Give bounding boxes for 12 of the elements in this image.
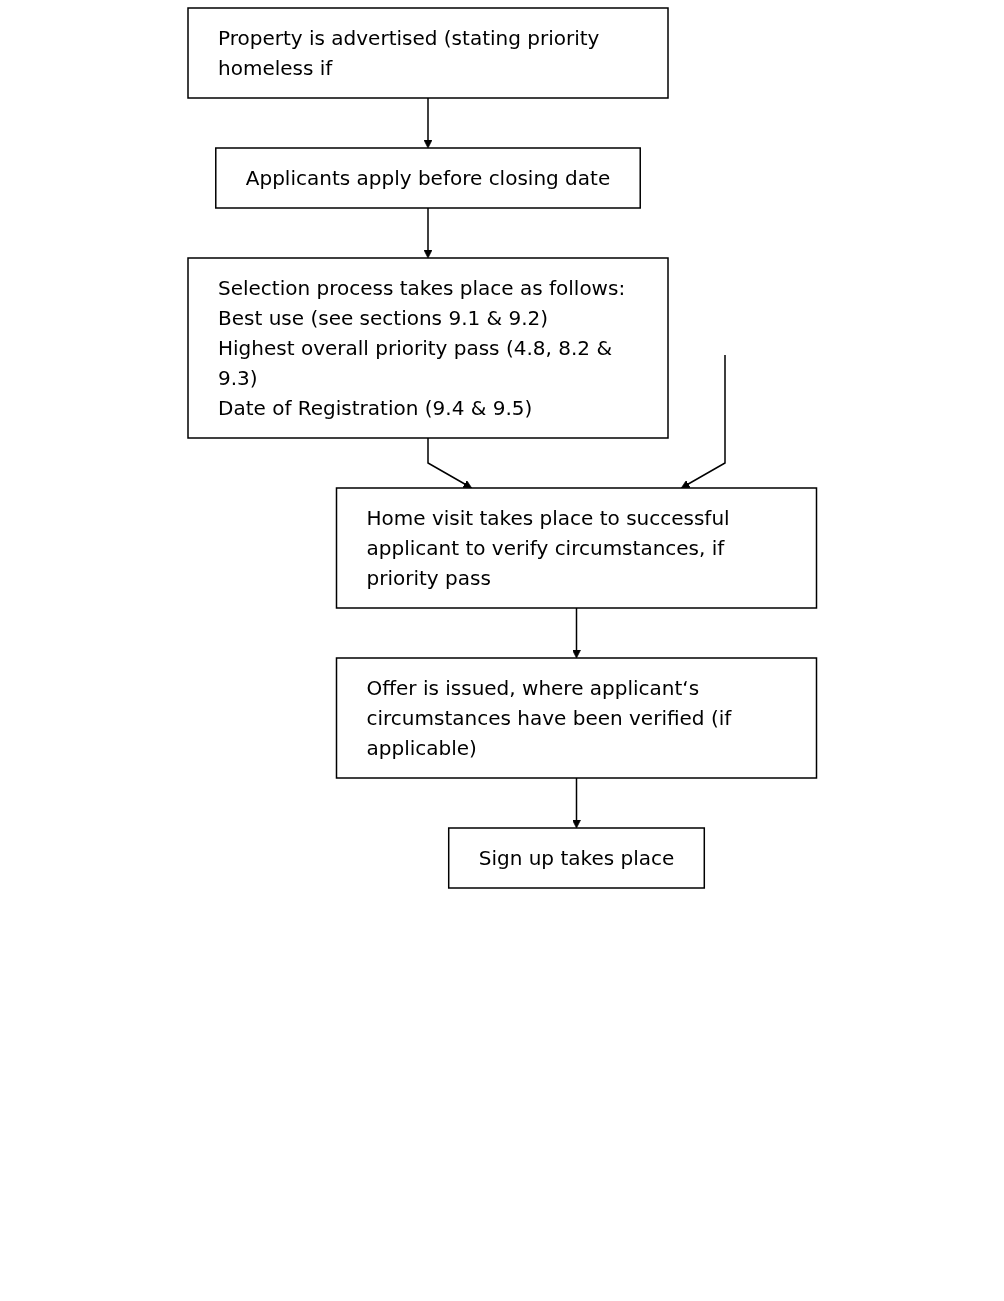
arrow <box>571 777 581 829</box>
arrow <box>680 354 726 489</box>
node-box: Applicants apply before closing date <box>214 147 641 209</box>
node-box: Sign up takes place <box>447 827 705 889</box>
node-box: Property is advertised (stating priority homeless if <box>187 7 669 99</box>
node-box: Offer is issued, where applicant‘s circumstances have been verified (if applicable) <box>335 657 817 779</box>
arrow <box>571 607 581 659</box>
arrow <box>423 97 433 149</box>
node-box: Home visit takes place to successful applicant to verify circumstances, if priority pass <box>335 487 817 609</box>
arrow <box>423 207 433 259</box>
node-box: Selection process takes place as follows: Best use (see sections 9.1 & 9.2) Highest overall priority pass (4.8, 8.2 & 9.3) Date of Registration (9.4 & 9.5) <box>187 257 669 439</box>
arrow <box>427 437 472 489</box>
